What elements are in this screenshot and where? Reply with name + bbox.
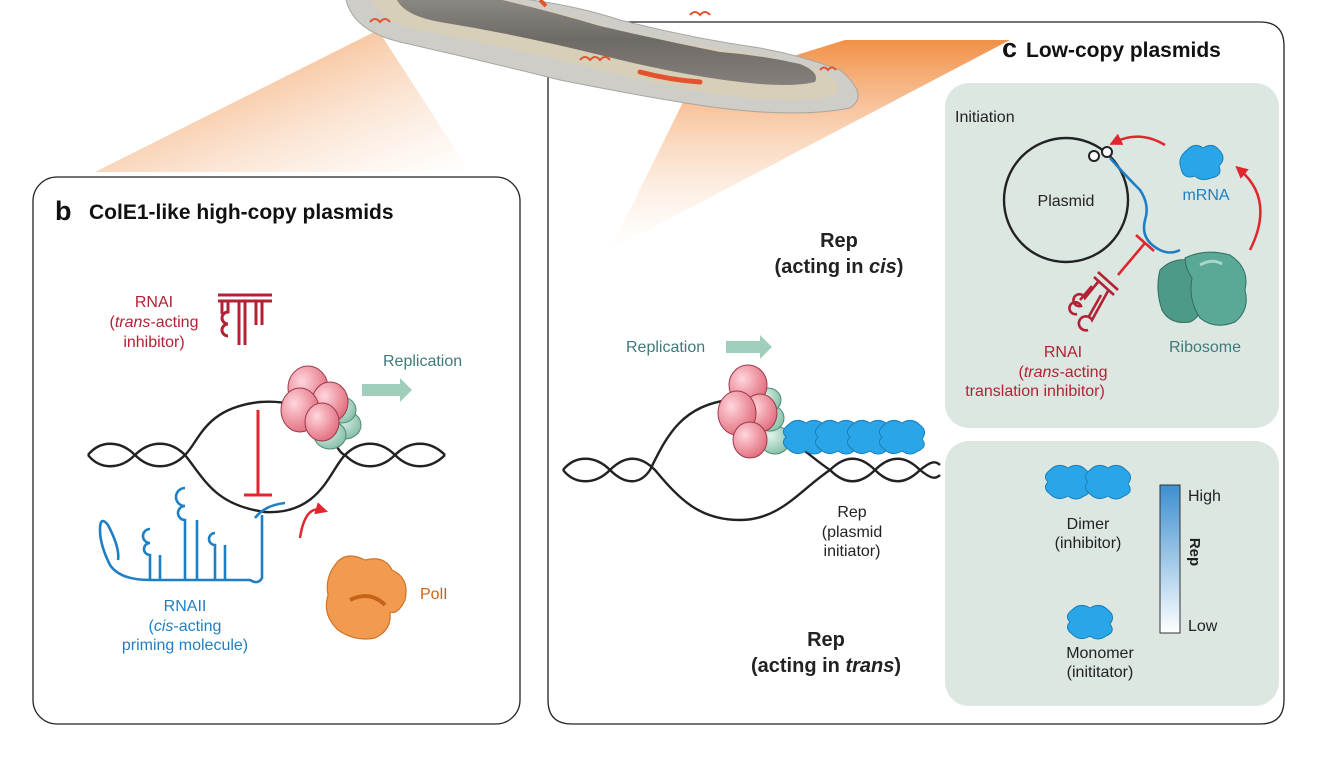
replication-complex-c [717, 364, 791, 459]
monomer-icon [1066, 604, 1114, 640]
initiation-arrow [1109, 133, 1166, 147]
zoom-beam-left [95, 30, 470, 172]
dimer-desc: (inhibitor) [1055, 535, 1122, 552]
poli-arrow [298, 502, 328, 539]
translation-arrow [1235, 165, 1262, 251]
rep-protein-icon [1179, 144, 1224, 181]
rep-proteins-bound [782, 419, 926, 455]
rnai-hairpin-c [1068, 271, 1119, 332]
ribosome [1157, 251, 1247, 326]
panel-c-title: Low-copy plasmids [1026, 39, 1221, 62]
ribosome-label: Ribosome [1169, 339, 1241, 356]
rep-cis-subtitle: (acting in cis) [775, 256, 904, 278]
rep-axis-label: Rep [1186, 538, 1203, 566]
monomer-label: Monomer [1066, 645, 1134, 662]
rnai-desc-line1: (trans-acting [110, 314, 199, 331]
plasmid-label: Plasmid [1038, 193, 1095, 210]
replication-arrow-c [726, 335, 772, 359]
rnai-desc-c-line1: (trans-acting [1019, 364, 1108, 381]
rep-initiator-label: Rep [837, 504, 866, 521]
replication-complex-b [280, 365, 362, 450]
rnai-inhibition-bar [244, 410, 272, 497]
poli-enzyme [325, 555, 407, 640]
mrna-label: mRNA [1182, 187, 1229, 204]
initiation-title: Initiation [955, 109, 1015, 126]
plasmid-circle [1002, 136, 1130, 264]
panel-b-letter: b [55, 196, 72, 226]
replication-label-b: Replication [383, 353, 462, 370]
rep-initiator-line2: (plasmid [822, 524, 882, 541]
panel-b-title: ColE1-like high-copy plasmids [89, 201, 394, 224]
levels-box [945, 441, 1279, 706]
poli-label: PolI [420, 586, 448, 603]
rnai-label: RNAI [135, 294, 173, 311]
rnaii-label: RNAII [164, 598, 207, 615]
rep-low-label: Low [1188, 618, 1218, 635]
rep-gradient-bar [1159, 484, 1181, 634]
rnaii-desc-line2: priming molecule) [122, 637, 248, 654]
rep-initiator-line3: initiator) [824, 543, 881, 560]
bacterium-cell [345, 0, 859, 114]
dimer-label: Dimer [1067, 516, 1110, 533]
replication-label-c: Replication [626, 339, 705, 356]
rnaii-desc-line1: (cis-acting [149, 618, 222, 635]
replication-arrow-b [362, 378, 412, 402]
rep-cis-title: Rep [820, 230, 858, 252]
rnai-hairpin [218, 293, 272, 345]
dna-strands-c [562, 398, 941, 522]
rnai-desc-c-line2: translation inhibitor) [965, 383, 1105, 400]
panel-c-frame [547, 21, 1285, 725]
rnai-label-c: RNAI [1044, 344, 1082, 361]
rep-trans-subtitle: (acting in trans) [751, 655, 901, 677]
rep-trans-title: Rep [807, 629, 845, 651]
rnaii-structure [98, 486, 286, 584]
origin-marker [1088, 146, 1113, 162]
rnai-desc-line2: inhibitor) [123, 334, 184, 351]
dimer-icon [1044, 464, 1132, 500]
dna-strands-b [87, 400, 446, 514]
panel-b-frame [32, 176, 521, 725]
rep-high-label: High [1188, 488, 1221, 505]
rnai-inhibition-bar-c [1117, 234, 1155, 276]
panel-c-letter: c [1002, 33, 1017, 63]
monomer-desc: (inititator) [1067, 664, 1134, 681]
mrna-strand [1109, 157, 1181, 254]
